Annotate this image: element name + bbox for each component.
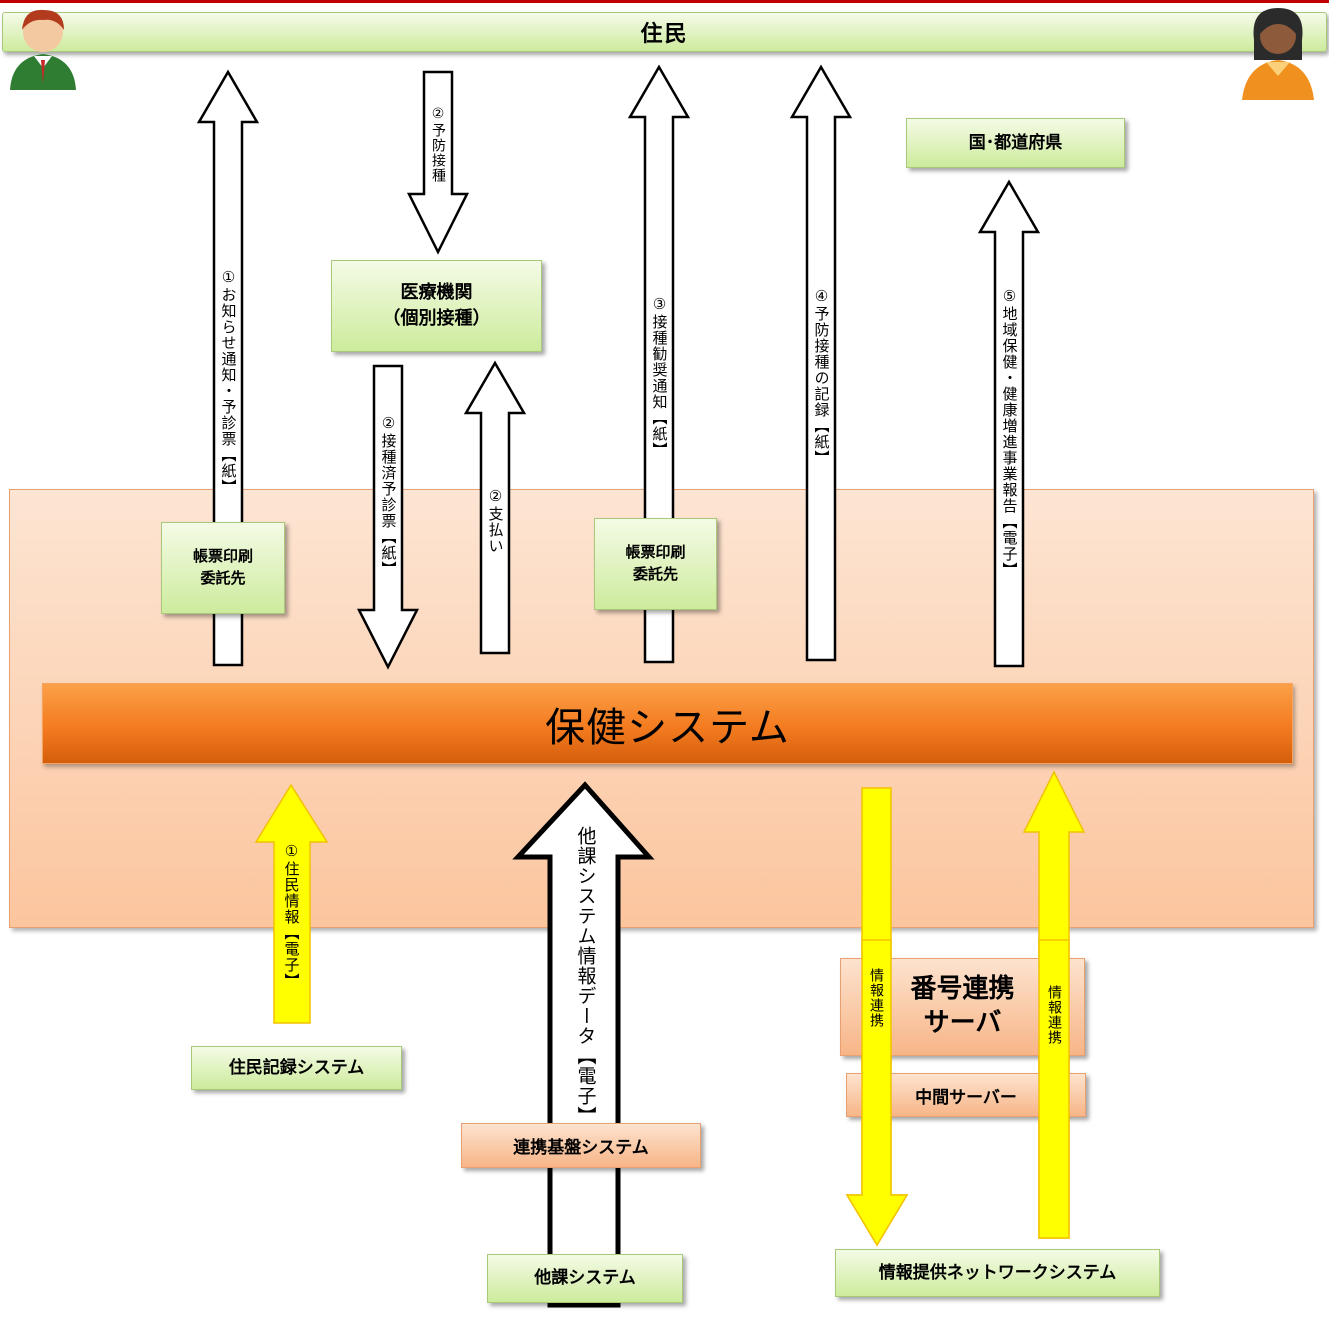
- arrow-other-dept-up: [512, 781, 655, 1308]
- number-link-server-sublabel: サーバ: [923, 1008, 1002, 1038]
- print-contractor-box-1: 帳票印刷 委託先: [161, 522, 285, 614]
- medical-institution-sublabel: （個別接種）: [382, 308, 491, 329]
- link-down-arrow-label: 情報連携: [868, 968, 884, 1028]
- vaccination-arrow-label: ②予防接種: [430, 106, 446, 183]
- arrow-record-down: [356, 364, 420, 670]
- number-link-server-label: 番号連携: [910, 974, 1015, 1005]
- notice-arrow-label: ①お知らせ通知・予診票【紙】: [219, 268, 238, 495]
- arrow-vaccination-down: [406, 70, 470, 255]
- other-dept-system-box: 他課システム: [487, 1254, 683, 1303]
- other-dept-system-label: 他課システム: [534, 1268, 636, 1289]
- report-arrow-label: ⑤地域保健・健康増進事業報告【電子】: [1000, 287, 1019, 578]
- resident-registry-label: 住民記録システム: [228, 1057, 365, 1078]
- health-system-title: 保健システム: [545, 704, 790, 751]
- medical-institution-label: 医療機関: [400, 281, 473, 303]
- link-up-arrow-label: 情報連携: [1046, 985, 1062, 1045]
- arrow-vacc-record-up: [789, 64, 853, 662]
- vacc-record-arrow-label: ④予防接種の記録【紙】: [812, 287, 831, 466]
- intermediate-server-box: 中間サーバー: [846, 1073, 1086, 1117]
- intermediate-server-label: 中間サーバー: [915, 1087, 1017, 1108]
- payment-arrow-label: ②支払い: [486, 487, 505, 554]
- male-resident-icon: [10, 9, 76, 90]
- arrow-resident-info-up: [254, 783, 329, 1024]
- health-system-bar: 保健システム: [42, 683, 1293, 764]
- resident-title: 住民: [640, 22, 689, 47]
- print-contractor-sublabel-2: 委託先: [632, 565, 678, 583]
- vaccinated-record-arrow-label: ②接種済予診票【紙】: [379, 414, 398, 577]
- nation-prefecture-label: 国･都道府県: [968, 132, 1063, 153]
- print-contractor-label-1: 帳票印刷: [192, 547, 253, 566]
- resident-header-bar: 住民: [2, 12, 1327, 52]
- arrow-report-up: [977, 179, 1041, 668]
- info-network-label: 情報提供ネットワークシステム: [878, 1262, 1117, 1283]
- arrow-notice-up: [196, 69, 260, 667]
- other-dept-data-arrow-label: 他課システム情報データ【電子】: [574, 826, 597, 1126]
- recommend-arrow-label: ③接種勧奨通知【紙】: [650, 295, 669, 458]
- print-contractor-sublabel-1: 委託先: [200, 569, 246, 587]
- nation-prefecture-box: 国･都道府県: [906, 118, 1125, 168]
- resident-info-arrow-label: ①住民情報【電子】: [282, 842, 301, 989]
- header-red-rule: [0, 0, 1329, 3]
- female-resident-icon: [1242, 8, 1314, 100]
- resident-registry-box: 住民記録システム: [191, 1046, 402, 1090]
- arrow-payment-up: [463, 360, 527, 655]
- integration-platform-label: 連携基盤システム: [513, 1138, 649, 1158]
- print-contractor-box-2: 帳票印刷 委託先: [594, 518, 717, 610]
- medical-institution-box: 医療機関 （個別接種）: [331, 260, 542, 352]
- arrow-recommend-up: [627, 64, 691, 664]
- print-contractor-label-2: 帳票印刷: [625, 543, 686, 562]
- info-network-box: 情報提供ネットワークシステム: [835, 1249, 1160, 1297]
- integration-platform-box: 連携基盤システム: [461, 1123, 701, 1168]
